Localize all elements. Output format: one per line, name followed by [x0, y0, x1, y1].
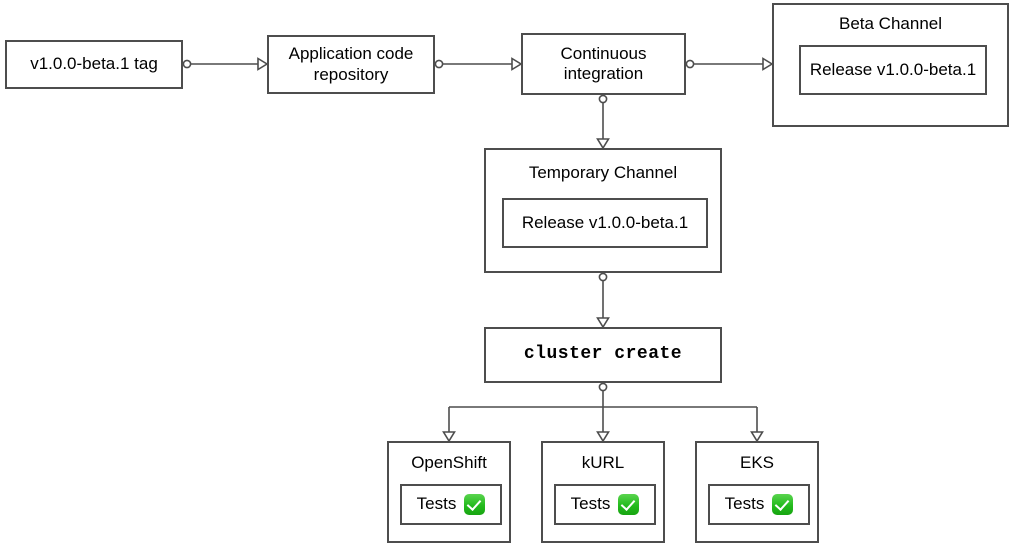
edge-ci-to-temp-channel [596, 94, 610, 150]
node-platform-eks[interactable]: EKS Tests [695, 441, 819, 543]
cluster-create-command-label: cluster create [523, 344, 683, 365]
edge-temp-channel-to-cluster-create [596, 272, 610, 329]
beta-channel-release-box[interactable]: Release v1.0.0-beta.1 [799, 45, 987, 95]
edge-cluster-create-to-platforms [442, 382, 764, 443]
check-green-icon [464, 494, 486, 515]
platform-eks-tests-label: Tests [724, 494, 765, 514]
check-green-icon [772, 494, 794, 515]
temporary-channel-title: Temporary Channel [528, 163, 678, 182]
node-beta-channel[interactable]: Beta Channel Release v1.0.0-beta.1 [772, 3, 1009, 127]
node-continuous-integration[interactable]: Continuous integration [521, 33, 686, 95]
check-green-icon [618, 494, 640, 515]
platform-kurl-tests-box[interactable]: Tests [554, 484, 656, 525]
platform-kurl-tests-label: Tests [570, 494, 611, 514]
beta-channel-title: Beta Channel [838, 14, 943, 33]
platform-openshift-tests-box[interactable]: Tests [400, 484, 502, 525]
temporary-channel-release-box[interactable]: Release v1.0.0-beta.1 [502, 198, 708, 248]
beta-channel-release-label: Release v1.0.0-beta.1 [809, 59, 977, 79]
edge-ci-to-beta-channel [685, 57, 774, 71]
platform-eks-tests-box[interactable]: Tests [708, 484, 810, 525]
platform-eks-title: EKS [739, 453, 775, 472]
node-version-tag-label: v1.0.0-beta.1 tag [30, 54, 158, 74]
node-temporary-channel[interactable]: Temporary Channel Release v1.0.0-beta.1 [484, 148, 722, 273]
node-platform-openshift[interactable]: OpenShift Tests [387, 441, 511, 543]
platform-openshift-tests-label: Tests [416, 494, 457, 514]
platform-kurl-title: kURL [581, 453, 625, 472]
platform-openshift-title: OpenShift [411, 453, 487, 472]
node-application-code-repository[interactable]: Application code repository [267, 35, 435, 94]
node-application-code-repository-label: Application code repository [288, 44, 414, 84]
temporary-channel-release-label: Release v1.0.0-beta.1 [521, 212, 689, 232]
node-cluster-create-command[interactable]: cluster create [484, 327, 722, 383]
edge-repo-to-ci [434, 57, 523, 71]
node-platform-kurl[interactable]: kURL Tests [541, 441, 665, 543]
node-version-tag[interactable]: v1.0.0-beta.1 tag [5, 40, 183, 89]
edge-tag-to-repo [182, 57, 269, 71]
node-continuous-integration-label: Continuous integration [560, 43, 647, 83]
